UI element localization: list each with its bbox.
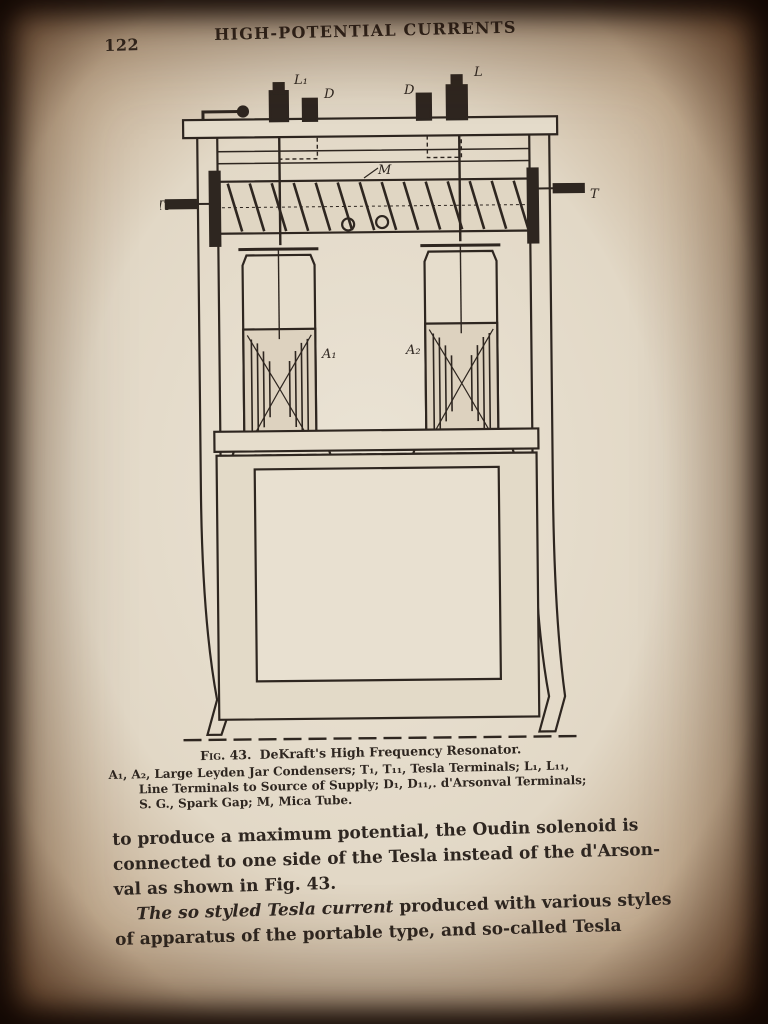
label-a2: A₂ — [405, 343, 421, 358]
cabinet-door — [253, 465, 503, 683]
label-d1: D — [323, 87, 335, 102]
label-d2: D — [403, 83, 415, 98]
resonator-diagram: L₁ D D L M T₁ T A₁ A₂ — [160, 65, 600, 742]
terminal-l1 — [268, 89, 290, 123]
spark-gap-ball-1 — [341, 217, 356, 232]
spark-gap-handle — [201, 110, 241, 120]
figure-caption-block: Fig. 43. DeKraft's High Frequency Resona… — [108, 738, 689, 813]
label-t1: T₁ — [160, 199, 170, 214]
figure-number: Fig. 43. — [199, 747, 252, 764]
page-number: 122 — [104, 35, 140, 55]
label-a1: A₁ — [321, 347, 337, 362]
label-t2: T — [590, 187, 600, 202]
floor-line — [183, 734, 578, 742]
terminal-l2 — [445, 84, 469, 121]
terminal-d1 — [301, 97, 319, 123]
body-line-rest: produced with various styles — [393, 889, 672, 918]
top-wiring — [217, 147, 530, 165]
running-head: HIGH-POTENTIAL CURRENTS — [214, 17, 517, 44]
figure-legend: A₁, A₂, Large Leyden Jar Condensers; T₁,… — [108, 756, 689, 813]
spark-gap-ball-2 — [375, 214, 390, 230]
label-m: M — [377, 163, 392, 178]
body-text: to produce a maximum potential, the Oudi… — [112, 812, 685, 953]
terminal-d2 — [415, 92, 433, 121]
top-board — [181, 115, 559, 140]
shelf — [213, 427, 540, 453]
leyden-jar-a2 — [411, 243, 517, 457]
label-l2: L — [473, 65, 483, 80]
tesla-terminal-1 — [164, 198, 198, 210]
tesla-terminal-2 — [552, 182, 585, 194]
label-l1: L₁ — [293, 73, 308, 88]
